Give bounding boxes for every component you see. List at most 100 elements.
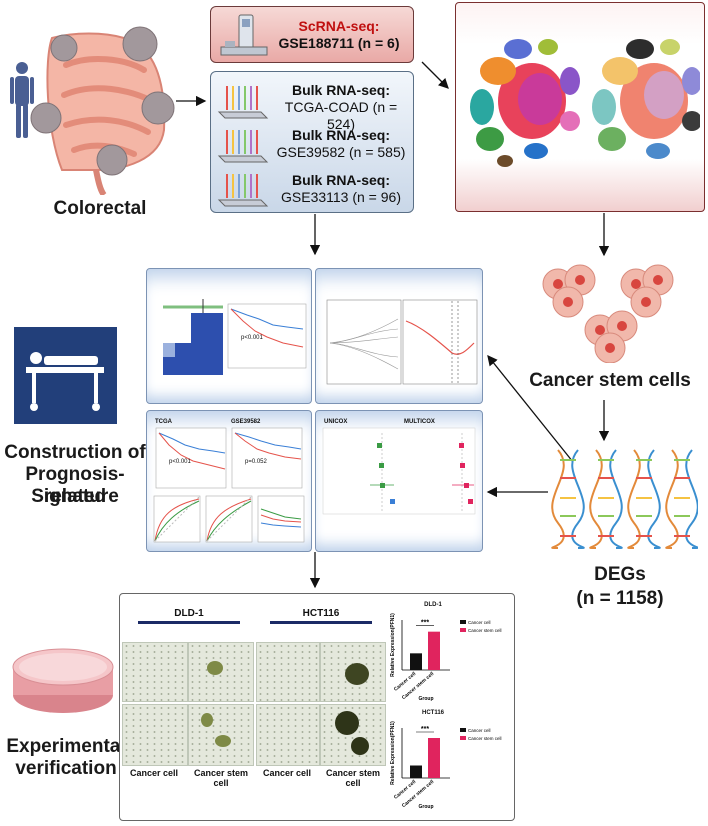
km-plot-gse39582	[231, 427, 303, 489]
bar-chart-hct116: HCT116 Relative Expression(PFN1) Cancer c…	[388, 708, 512, 818]
dna-helix-icon	[551, 449, 698, 549]
human-silhouette-icon	[10, 62, 34, 138]
colorectal-illustration	[10, 26, 175, 195]
array-icon-2	[217, 130, 269, 163]
lasso-cv-plot	[402, 299, 478, 385]
bed-icon	[14, 327, 117, 424]
legend-label: Cancer cell	[468, 620, 491, 625]
col-label-3: Cancer cell	[262, 768, 312, 778]
heatmap-km-panel: p<0.001	[146, 268, 312, 404]
micrograph-hct116-cc-1	[256, 642, 320, 702]
km-pvalue-1: p<0.001	[241, 335, 263, 341]
bulk-title-3: Bulk RNA-seq:	[291, 172, 390, 188]
experimental-panel: DLD-1 HCT116 Cancer cell Cancer stem cel…	[119, 593, 515, 821]
bulk-dataset-1: TCGA-COAD (n = 524)	[284, 99, 398, 132]
bar-xlabel: Group	[419, 804, 434, 810]
validation-km-roc-panel: TCGA p<0.001 GSE39582 p=0.052	[146, 410, 312, 552]
microarray-icons	[217, 86, 269, 207]
bar-ylabel: Relative Expression(PFN1)	[390, 721, 396, 785]
dna-illustration	[551, 449, 698, 549]
arrow-degs-to-lasso	[487, 354, 574, 463]
bulk-title-1: Bulk RNA-seq:	[291, 82, 390, 98]
forest-multi-label: MULTICOX	[404, 419, 435, 425]
bar	[428, 738, 440, 778]
prognosis-line3: Signature	[31, 486, 119, 507]
cancer-stem-cells-label: Cancer stem cells	[529, 370, 691, 391]
bulk-dataset-2: GSE39582 (n = 585)	[276, 144, 406, 160]
cell-cluster-2	[620, 264, 674, 318]
micrograph-hct116-cc-2	[256, 704, 320, 766]
micrograph-hct116-csc-2	[320, 704, 386, 766]
roc-plots	[153, 495, 305, 543]
legend-swatch	[460, 620, 466, 624]
array-icon-1	[217, 86, 269, 119]
dld1-underline	[138, 621, 240, 624]
legend-swatch	[460, 628, 466, 632]
forest-plots	[322, 427, 476, 515]
legend-label: Cancer stem cell	[468, 736, 502, 741]
sequencer-icon	[220, 14, 268, 56]
scrna-title: ScRNA-seq:	[298, 18, 380, 34]
col-label-1: Cancer cell	[129, 768, 179, 778]
km-pvalue-2: p<0.001	[169, 459, 191, 465]
umap-panel	[455, 2, 705, 212]
micrograph-hct116-csc-1	[320, 642, 386, 702]
micrograph-dld1-cc-1	[122, 642, 188, 702]
lasso-panel	[315, 268, 483, 404]
cell-line-label-hct116: HCT116	[302, 608, 340, 619]
experimental-line2: verification	[15, 758, 117, 779]
experimental-line1: Experimental	[6, 736, 126, 757]
bar-title: DLD-1	[424, 602, 442, 608]
legend-swatch	[460, 728, 466, 732]
significance-marker: ***	[421, 726, 429, 733]
legend-label: Cancer cell	[468, 728, 491, 733]
forest-uni-label: UNICOX	[324, 419, 348, 425]
cell-line-label-dld1: DLD-1	[174, 608, 204, 619]
bar-plot-hct116: Relative Expression(PFN1) Cancer cellCanc…	[390, 721, 502, 810]
degs-label: DEGs	[594, 564, 646, 585]
bar-plot-dld1: Relative Expression(PFN1) Cancer cellCanc…	[390, 613, 502, 702]
umap-clusters-right	[592, 39, 700, 159]
umap-plots	[470, 39, 700, 167]
scrna-dataset: GSE188711 (n = 6)	[278, 35, 400, 51]
cancer-stem-cells-illustration	[542, 264, 674, 363]
scrna-box: ScRNA-seq: GSE188711 (n = 6)	[210, 6, 414, 63]
bulk-title-2: Bulk RNA-seq:	[291, 127, 390, 143]
bulk-dataset-3: GSE33113 (n = 96)	[281, 189, 401, 205]
bar	[410, 653, 422, 670]
intestine-icon	[30, 26, 175, 195]
degs-count: (n = 1158)	[576, 588, 664, 609]
col-label-4: Cancer stem cell	[325, 768, 381, 788]
bar-title: HCT116	[421, 710, 444, 716]
heatmap-plot	[163, 299, 223, 375]
micrograph-dld1-csc-2	[188, 704, 254, 766]
array-icon-3	[217, 174, 269, 207]
col-label-2: Cancer stem cell	[193, 768, 249, 788]
legend-swatch	[460, 736, 466, 740]
bar	[410, 765, 422, 778]
km-pvalue-3: p=0.052	[245, 459, 267, 465]
prognosis-line2: Prognosis-related	[25, 464, 125, 507]
umap-clusters-left	[470, 39, 580, 167]
bar-xlabel: Group	[419, 696, 434, 702]
prognosis-line1: Construction of	[4, 442, 146, 463]
lasso-coef-plot	[326, 299, 402, 385]
micrograph-dld1-csc-1	[188, 642, 254, 702]
significance-marker: ***	[421, 620, 429, 627]
legend-label: Cancer stem cell	[468, 628, 502, 633]
colorectal-label: Colorectal	[53, 198, 147, 219]
bar	[428, 631, 440, 670]
cell-cluster-1	[542, 264, 596, 318]
km-plot-tcga-train	[227, 303, 307, 369]
bulk-box: Bulk RNA-seq: TCGA-COAD (n = 524) Bulk R…	[210, 71, 414, 213]
petri-dish-icon	[12, 648, 114, 713]
micrograph-dld1-cc-2	[122, 704, 188, 766]
bar-chart-dld1: DLD-1 Relative Expression(PFN1) Cancer ce…	[388, 600, 512, 708]
hct116-underline	[270, 621, 372, 624]
cell-cluster-3	[584, 310, 638, 363]
bar-ylabel: Relative Expression(PFN1)	[390, 613, 396, 677]
forest-panel: UNICOX MULTICOX	[315, 410, 483, 552]
arrow-scrna-to-umap	[421, 61, 449, 89]
km-plot-tcga	[155, 427, 227, 489]
